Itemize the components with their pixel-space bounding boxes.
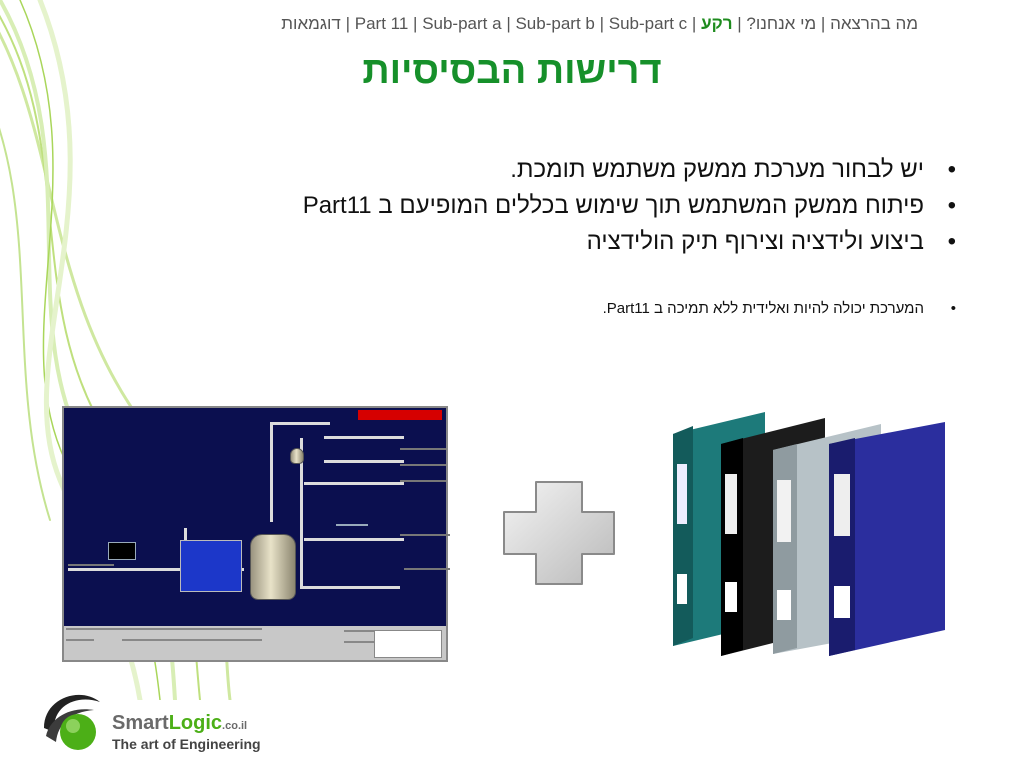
- binders-image: [673, 412, 945, 656]
- hmi-button: [178, 628, 206, 630]
- destination-box: [400, 480, 446, 482]
- top-navigation: מה בהרצאה | מי אנחנו? | רקע | Part 11 | …: [281, 14, 918, 34]
- bullet-item: פיתוח ממשק המשתמש תוך שימוש בכללים המופי…: [144, 188, 956, 224]
- nav-separator: |: [413, 14, 418, 33]
- nav-separator: |: [506, 14, 511, 33]
- nav-item-lecture[interactable]: מה בהרצאה: [830, 14, 918, 33]
- brand-name: SmartLogic.co.il: [112, 712, 261, 735]
- hmi-button: [206, 639, 234, 641]
- nav-item-background[interactable]: רקע: [701, 14, 733, 33]
- hmi-button: [150, 639, 178, 641]
- hmi-button: [234, 628, 262, 630]
- pipe: [324, 436, 404, 439]
- brand-tagline: The art of Engineering: [112, 736, 261, 752]
- pipe: [304, 482, 404, 485]
- nav-item-subpart-b[interactable]: Sub-part b: [515, 14, 595, 33]
- destination-box: [68, 564, 114, 566]
- pipe: [300, 438, 303, 588]
- hmi-button: [122, 628, 150, 630]
- hmi-button: [344, 630, 376, 632]
- hmi-button: [150, 628, 178, 630]
- pipe: [68, 568, 244, 571]
- hmi-button: [344, 641, 376, 643]
- nav-separator: |: [599, 14, 605, 33]
- pipe: [270, 422, 330, 425]
- nav-item-part11[interactable]: Part 11: [354, 14, 409, 33]
- plus-icon: [503, 481, 615, 585]
- alarm-banner: [358, 410, 442, 420]
- hmi-button: [122, 639, 150, 641]
- destination-box: [400, 448, 446, 450]
- page-title: דרישות הבסיסיות: [362, 50, 662, 92]
- pipe: [300, 586, 400, 589]
- nav-item-subpart-a[interactable]: Sub-part a: [422, 14, 502, 33]
- bullet-list: יש לבחור מערכת ממשק משתמש תומכת. פיתוח מ…: [144, 152, 956, 260]
- nav-item-about[interactable]: מי אנחנו?: [746, 14, 817, 33]
- instrument-tag: [336, 524, 368, 526]
- nav-separator: |: [820, 14, 826, 33]
- logo-wordmark: SmartLogic.co.il The art of Engineering: [112, 712, 261, 752]
- nav-separator: |: [737, 14, 742, 33]
- small-vessel: [290, 448, 304, 464]
- sub-bullet-item: המערכת יכולה להיות ואלידית ללא תמיכה ב P…: [144, 300, 956, 317]
- sub-bullet-list: המערכת יכולה להיות ואלידית ללא תמיכה ב P…: [144, 300, 956, 317]
- destination-box: [400, 464, 446, 466]
- nav-separator: |: [691, 14, 697, 33]
- brand-logic: Logic: [168, 712, 223, 734]
- bullet-item: ביצוע ולידציה וצירוף תיק הולידציה: [144, 224, 956, 260]
- binder-navy: [829, 422, 945, 656]
- pipe: [324, 460, 404, 463]
- hmi-button: [178, 639, 206, 641]
- nav-item-subpart-c[interactable]: Sub-part c: [608, 14, 688, 33]
- instrument-tag: [108, 542, 136, 560]
- destination-box: [400, 534, 450, 536]
- hmi-bottom-toolbar: [64, 626, 446, 660]
- brand-smart: Smart: [112, 712, 169, 734]
- pipe: [304, 538, 404, 541]
- nav-item-examples[interactable]: דוגמאות: [281, 14, 341, 33]
- hmi-button: [66, 628, 94, 630]
- smartlogic-logo-icon: [44, 694, 100, 750]
- scada-screenshot: [62, 406, 450, 662]
- process-tank: [180, 540, 242, 592]
- hmi-button: [94, 628, 122, 630]
- bullet-item: יש לבחור מערכת ממשק משתמש תומכת.: [144, 152, 956, 188]
- storage-vessel: [250, 534, 296, 600]
- pipe: [270, 422, 273, 522]
- hmi-button: [206, 628, 234, 630]
- nav-separator: |: [345, 14, 350, 33]
- hmi-button: [234, 639, 262, 641]
- smartlogic-mini-logo: [374, 630, 442, 658]
- destination-box: [404, 568, 450, 570]
- hmi-button: [66, 639, 94, 641]
- brand-tld: .co.il: [222, 720, 248, 732]
